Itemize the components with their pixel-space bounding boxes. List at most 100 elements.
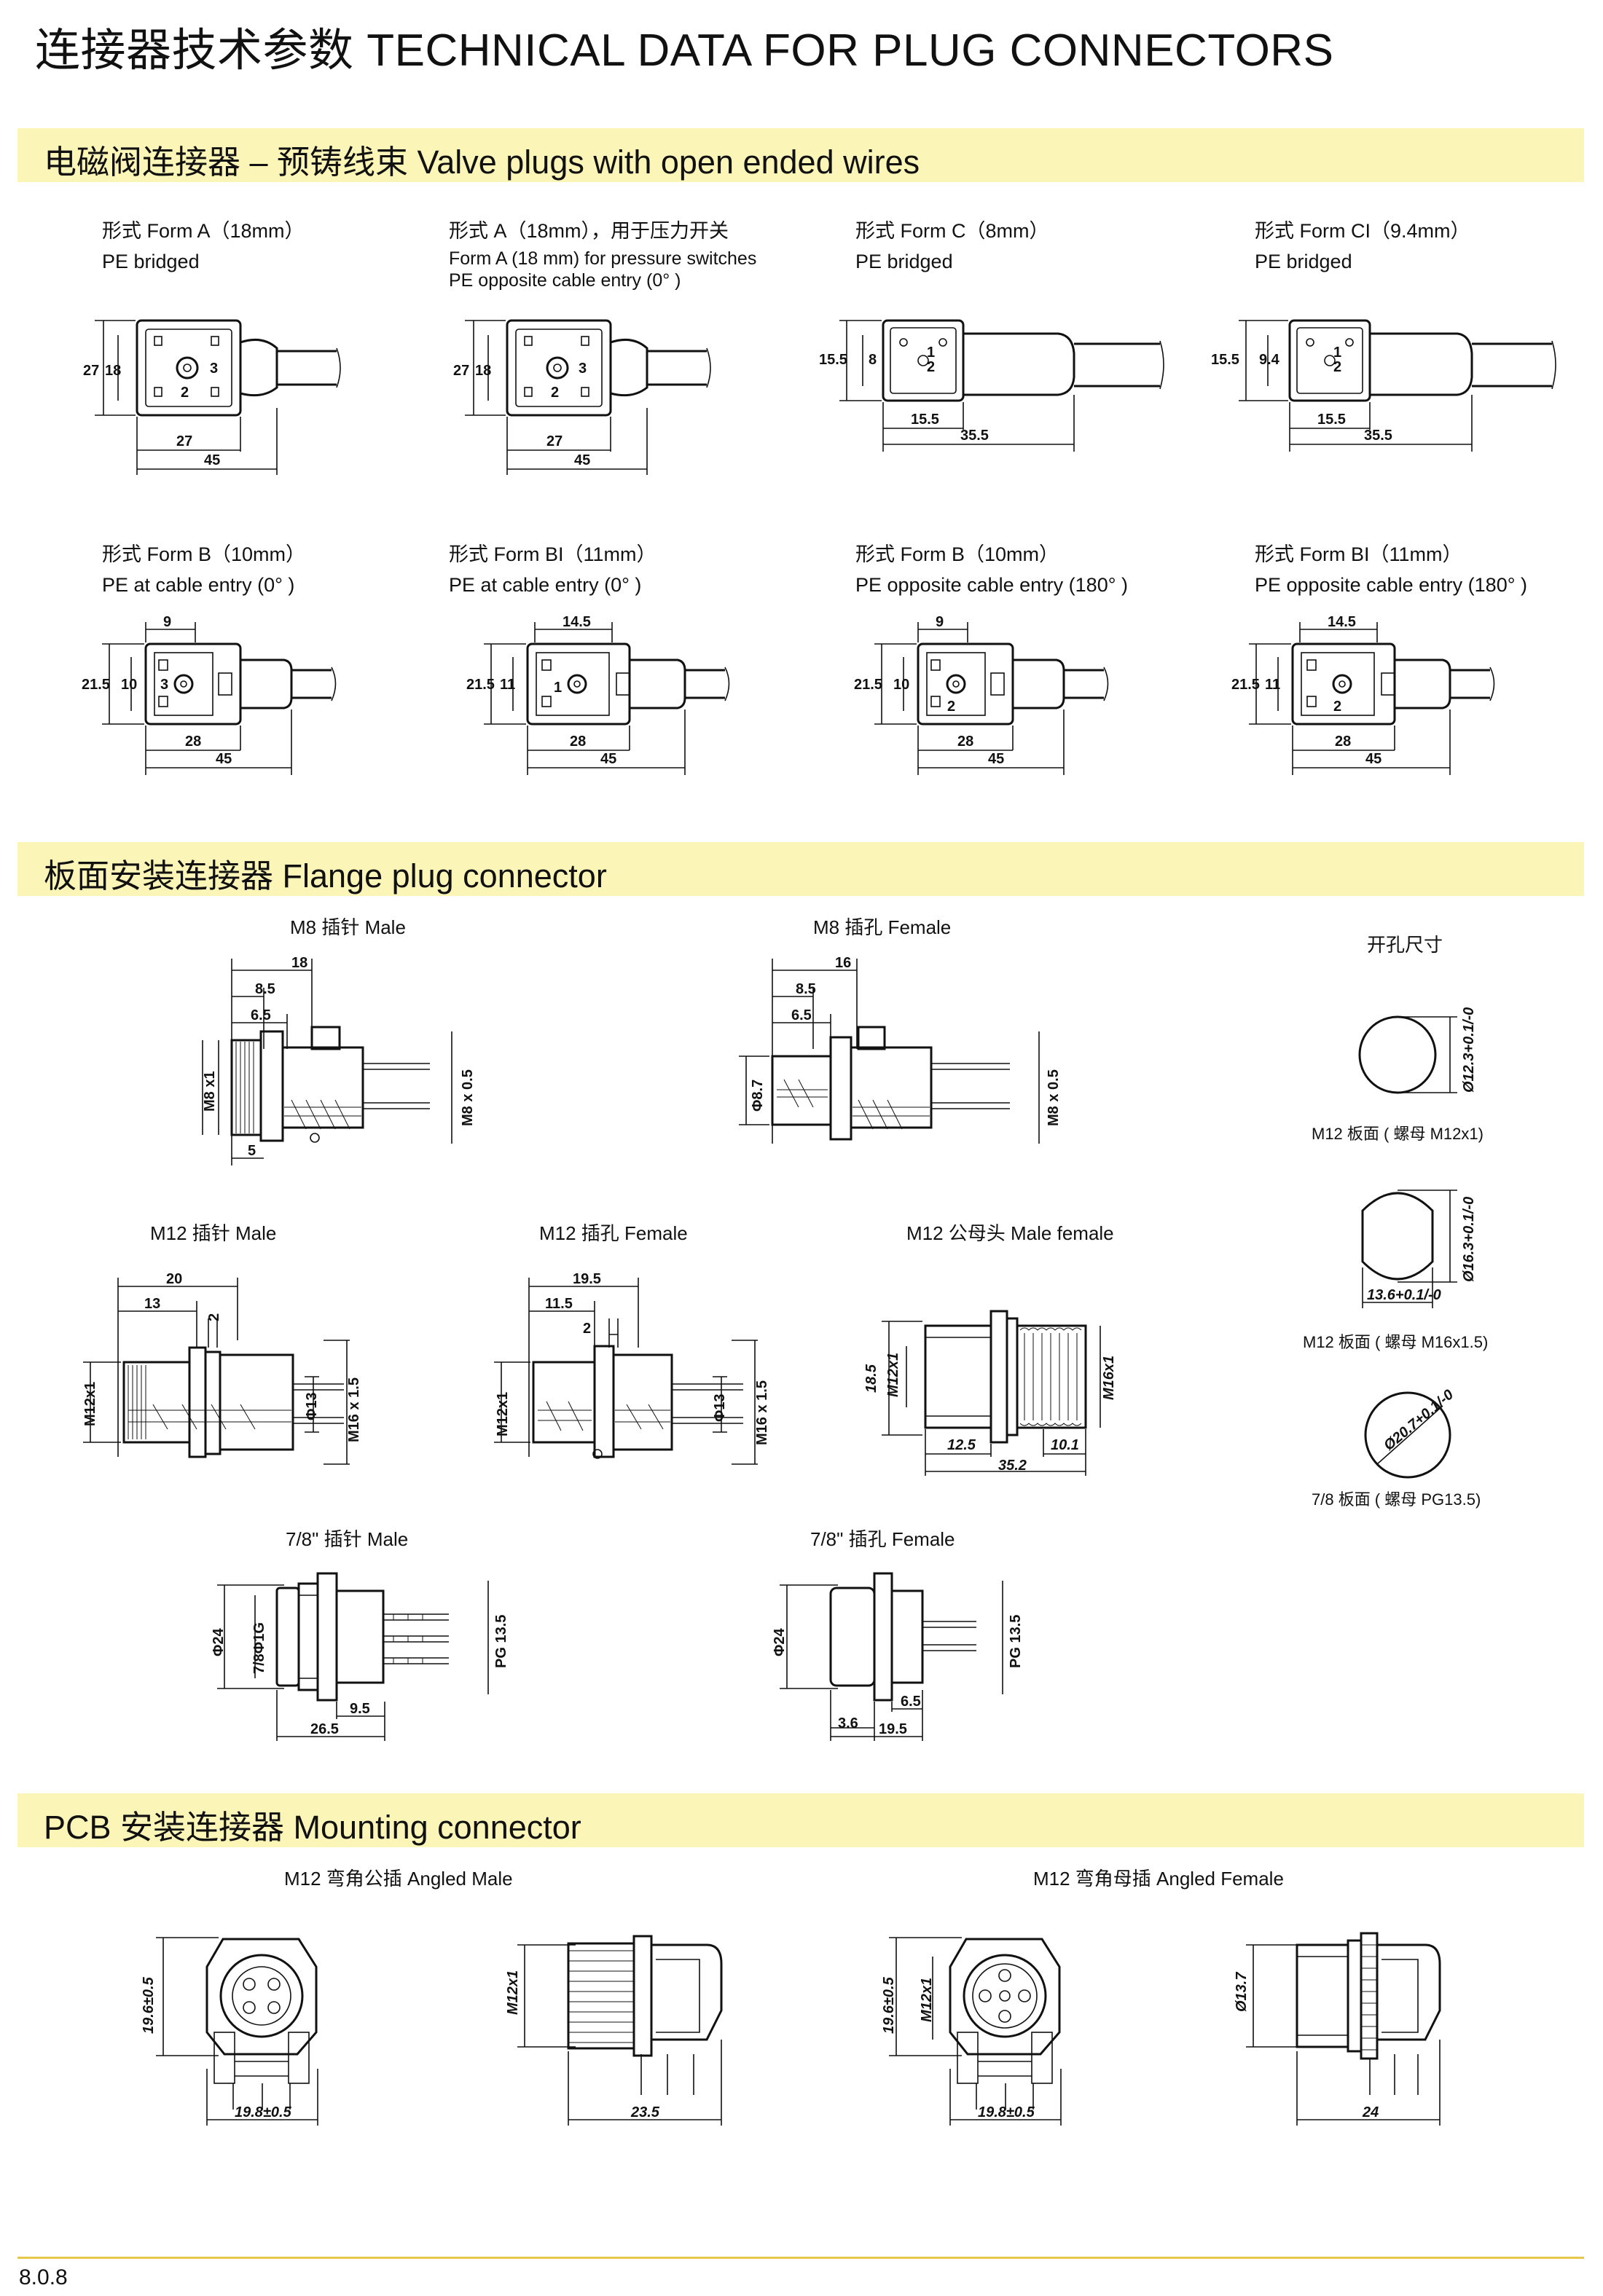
- dim-height-outer: 21.5: [82, 677, 110, 693]
- dim-c: 6.5: [791, 1007, 812, 1023]
- dim-height-inner: 10: [893, 677, 909, 693]
- caption-line: PE bridged: [1255, 251, 1352, 272]
- caption-line: PE opposite cable entry (180° ): [1255, 574, 1528, 596]
- section-flange-plug: 板面安装连接器 Flange plug connector: [17, 842, 1584, 896]
- caption-hole-size: 开孔尺寸: [1367, 934, 1443, 956]
- caption-line: 形式 Form A（18mm）: [102, 220, 305, 242]
- page-number: 8.0.8: [19, 2265, 68, 2289]
- dim-b: 26.5: [310, 1721, 339, 1737]
- caption-78-female: 7/8" 插孔 Female: [810, 1528, 955, 1550]
- drawing-form-a-pressure: 3 2 27 18 27 45: [453, 319, 711, 475]
- drawing-angled-male-front: 19.6±0.5 19.8±0.5: [141, 1937, 318, 2126]
- caption-hole-m16: M12 板面 ( 螺母 M16x1.5): [1303, 1333, 1489, 1351]
- dim-c: 35.2: [998, 1458, 1027, 1474]
- dim-height-inner: 18: [475, 363, 491, 379]
- caption-angled-male: M12 弯角公插 Angled Male: [284, 1868, 513, 1890]
- caption-line: PE at cable entry (0° ): [102, 574, 295, 596]
- dim-top: 14.5: [563, 614, 591, 630]
- drawing-form-b-opposite: 9 2 21.5 10 28 45: [854, 614, 1109, 775]
- caption-line: PE at cable entry (0° ): [449, 574, 642, 596]
- caption-form-bi: 形式 Form BI（11mm） PE at cable entry (0° ): [449, 543, 657, 596]
- dim-a: 18: [291, 955, 307, 971]
- dim-height-outer: 27: [453, 363, 469, 379]
- dim-a: 16: [835, 955, 851, 971]
- dim-g: M16 x 1.5: [754, 1380, 770, 1445]
- drawing-form-b: 9 3 21.5 10 28 45: [82, 614, 337, 775]
- caption-line: 形式 Form C（8mm）: [855, 220, 1049, 242]
- caption-form-a-pressure: 形式 A（18mm），用于压力开关 Form A (18 mm) for pre…: [449, 220, 756, 291]
- dim-width-inner: 28: [570, 734, 586, 750]
- dim-width-inner: 15.5: [911, 412, 939, 428]
- caption-hole-m12x1: M12 板面 ( 螺母 M12x1): [1312, 1125, 1484, 1143]
- dim-height-thread: M12x1: [919, 1978, 935, 2022]
- dim-a: 12.5: [947, 1437, 976, 1453]
- caption-m12-male: M12 插针 Male: [150, 1222, 277, 1244]
- dim-b: 10.1: [1051, 1437, 1079, 1453]
- drawing-angled-male-side: M12x1 23.5: [505, 1935, 723, 2126]
- dim-g: PG 13.5: [1008, 1615, 1024, 1668]
- dim-e: M12x1: [82, 1382, 98, 1426]
- dim-height-outer: 15.5: [819, 352, 847, 368]
- drawing-78-female: Φ24 PG 13.5 6.5 3.6 19.5: [772, 1572, 1024, 1741]
- drawing-78-male: Φ24 7/8Φ1G PG 13.5 9.5 26.5: [211, 1572, 509, 1741]
- drawing-m12-male-female: 18.5 M12x1 M16x1 12.5 10.1 35.2: [863, 1310, 1117, 1476]
- drawing-m8-male: 18 8.5 6.5 5 M8 x1 M8 x 0.5: [202, 955, 476, 1165]
- dim-height-inner: 18: [105, 363, 121, 379]
- dim-height-inner: 9.4: [1259, 352, 1280, 368]
- dim-g: M16 x 1.5: [346, 1377, 362, 1442]
- dim-height-inner: 10: [121, 677, 137, 693]
- dim-c: 3.6: [838, 1715, 858, 1731]
- dim-width-outer: 45: [1365, 751, 1381, 767]
- dim-c: 6.5: [251, 1007, 271, 1023]
- dim-width: 19.8±0.5: [235, 2104, 292, 2120]
- dim-a: 9.5: [350, 1701, 370, 1717]
- dim-width-inner: 27: [176, 433, 192, 449]
- dim-width: 23.5: [630, 2104, 660, 2120]
- drawing-hole-m16: Ø16.3+0.1/-0 13.6+0.1/-0: [1361, 1190, 1477, 1308]
- pin-label: 1: [927, 345, 935, 361]
- dim-width: 24: [1362, 2104, 1379, 2120]
- pin-label: 2: [1333, 699, 1341, 715]
- section-title: 板面安装连接器 Flange plug connector: [44, 857, 607, 895]
- dim-width-outer: 45: [600, 751, 616, 767]
- dim-top: 9: [163, 614, 171, 630]
- caption-form-ci: 形式 Form CI（9.4mm） PE bridged: [1255, 220, 1470, 272]
- drawing-form-c: 1 2 15.5 8 15.5 35.5: [819, 319, 1164, 452]
- dim-b: 19.5: [879, 1721, 907, 1737]
- pin-label: 3: [210, 361, 218, 377]
- caption-line: 形式 Form BI（11mm）: [449, 543, 657, 565]
- dim-width-outer: 45: [216, 751, 232, 767]
- dim-a: 6.5: [901, 1694, 921, 1710]
- dim-f: Φ13: [712, 1393, 728, 1422]
- dim-c: 2: [583, 1321, 591, 1337]
- dim-e: 18.5: [863, 1364, 879, 1393]
- caption-line: 形式 Form BI（11mm）: [1255, 543, 1462, 565]
- drawing-angled-female-side: Ø13.7 24: [1234, 1932, 1441, 2126]
- caption-m8-female: M8 插孔 Female: [813, 916, 952, 938]
- caption-line: PE opposite cable entry (0° ): [449, 270, 681, 291]
- dim-f: M8 x 0.5: [460, 1069, 476, 1126]
- dim-height-inner: 8: [869, 352, 877, 368]
- dim-b: 13: [144, 1296, 160, 1312]
- pin-label: 2: [551, 385, 559, 401]
- pin-label: 2: [181, 385, 189, 401]
- pin-label: 2: [927, 359, 935, 375]
- caption-line: PE bridged: [102, 251, 200, 272]
- pin-label: 1: [554, 680, 562, 696]
- pin-label: 3: [160, 677, 168, 693]
- drawing-form-ci: 1 2 15.5 9.4 15.5 35.5: [1211, 319, 1556, 452]
- pin-label: 2: [947, 699, 955, 715]
- dim-e: Φ8.7: [750, 1080, 766, 1112]
- section-valve-plugs: 电磁阀连接器 – 预铸线束 Valve plugs with open ende…: [17, 128, 1584, 182]
- caption-form-bi-opposite: 形式 Form BI（11mm） PE opposite cable entry…: [1255, 543, 1527, 596]
- dim-height-outer: 21.5: [854, 677, 882, 693]
- dim-e: Φ24: [772, 1627, 788, 1656]
- dim-b: 8.5: [255, 981, 275, 997]
- dim-width-outer: 35.5: [960, 428, 989, 444]
- dim-a: 20: [166, 1271, 182, 1287]
- dim-width: 19.8±0.5: [978, 2104, 1035, 2120]
- dim-hole-diameter: Ø16.3+0.1/-0: [1461, 1197, 1477, 1282]
- drawing-form-a: 3 2 27 18 27 45: [83, 319, 341, 475]
- dim-b: 11.5: [545, 1296, 573, 1312]
- caption-form-c: 形式 Form C（8mm） PE bridged: [855, 220, 1049, 272]
